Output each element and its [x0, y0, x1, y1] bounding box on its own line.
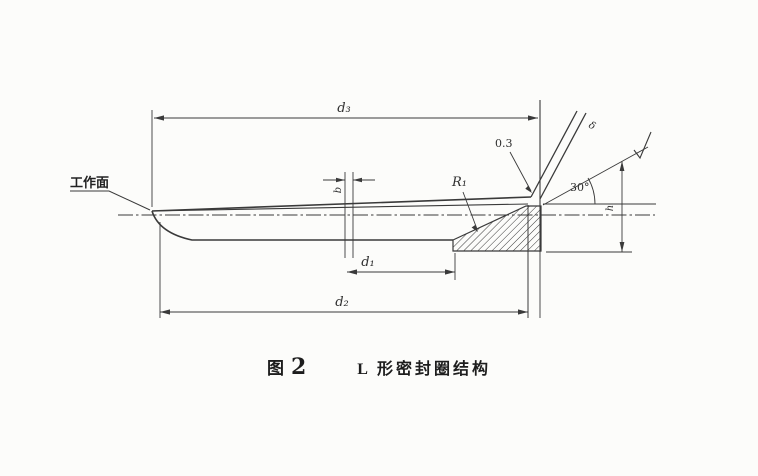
flare-edge-inner: [539, 112, 587, 200]
d1-label: d₁: [361, 255, 375, 270]
h-arrow-bottom: [619, 242, 625, 252]
d3-arrow-left: [154, 115, 164, 121]
caption-fig-number: 2: [290, 354, 310, 380]
seal-body-outline: [151, 100, 541, 318]
chamfer-note: 0.3: [495, 137, 532, 193]
d2-arrow-left: [160, 309, 170, 315]
lip-flare-edges: δ: [530, 110, 597, 200]
hatched-cross-section: [452, 205, 542, 252]
lip-bottom-edge: [151, 210, 453, 241]
dim-d1: d₁: [347, 253, 456, 280]
d3-arrow-right: [528, 115, 538, 121]
surface-roughness-icon: [633, 131, 652, 160]
b-label: b: [333, 187, 344, 193]
b-arrow-right: [353, 177, 362, 183]
angle-arc: [587, 177, 596, 205]
lip-inner-edge: [151, 203, 529, 212]
radius-note: R₁: [451, 175, 478, 232]
d2-label: d₂: [335, 295, 349, 310]
dim-d2: d₂: [159, 222, 528, 318]
d1-arrow-left: [347, 269, 357, 275]
h-arrow-top: [619, 161, 625, 171]
chamfer-arrow: [525, 185, 532, 193]
chamfer-leader: [509, 151, 532, 192]
angle-30-label: 30°: [570, 181, 590, 194]
chamfer-value-label: 0.3: [495, 137, 513, 150]
b-arrow-left: [336, 177, 345, 183]
working-surface-note: 工作面: [70, 175, 151, 211]
dim-b: b: [323, 172, 375, 258]
angle-slant-line: [542, 146, 649, 206]
seal-section-area: [452, 205, 542, 252]
r1-leader: [462, 191, 478, 230]
d1-arrow-right: [445, 269, 455, 275]
working-surface-label: 工作面: [70, 175, 109, 190]
d2-arrow-right: [518, 309, 528, 315]
dim-d3: d₃: [151, 101, 538, 207]
r1-arrow: [471, 225, 478, 232]
r1-label: R₁: [451, 175, 467, 190]
angle-reference: 30°: [542, 131, 656, 206]
lip-top-edge: [151, 196, 532, 212]
figure-title: L 形密封圈结构: [357, 361, 492, 378]
working-surface-leader: [70, 190, 151, 211]
h-label: h: [605, 205, 616, 211]
flare-edge-outer: [530, 110, 578, 198]
dim-h: h: [546, 161, 632, 253]
d3-label: d₃: [337, 101, 351, 116]
lip-thickness-label: δ: [587, 120, 597, 133]
caption-fig-char: 图: [266, 359, 287, 378]
